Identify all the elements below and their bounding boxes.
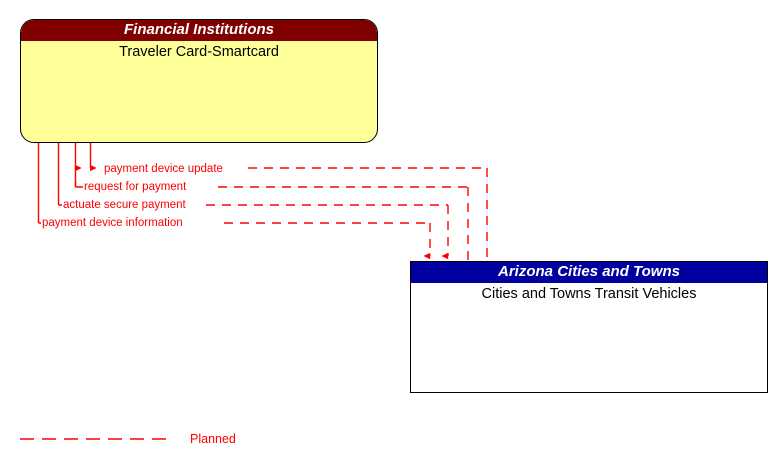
node-financial-institutions-header: Financial Institutions [21, 20, 377, 41]
legend-label-planned: Planned [190, 432, 236, 446]
flow-label-actuate-secure-payment: actuate secure payment [62, 199, 187, 211]
node-arizona-cities-towns-header: Arizona Cities and Towns [411, 262, 767, 283]
flow-label-payment-device-update: payment device update [103, 163, 224, 175]
legend: Planned [20, 429, 320, 451]
legend-dashed-line-swatch [20, 438, 172, 440]
node-financial-institutions-body: Traveler Card-Smartcard [119, 44, 279, 60]
flow-label-request-for-payment: request for payment [83, 181, 188, 193]
node-arizona-cities-towns[interactable]: Arizona Cities and Towns Cities and Town… [410, 261, 768, 393]
node-financial-institutions[interactable]: Financial Institutions Traveler Card-Sma… [20, 19, 378, 143]
node-arizona-cities-towns-body: Cities and Towns Transit Vehicles [481, 286, 697, 302]
flow-label-payment-device-information: payment device information [41, 217, 184, 229]
